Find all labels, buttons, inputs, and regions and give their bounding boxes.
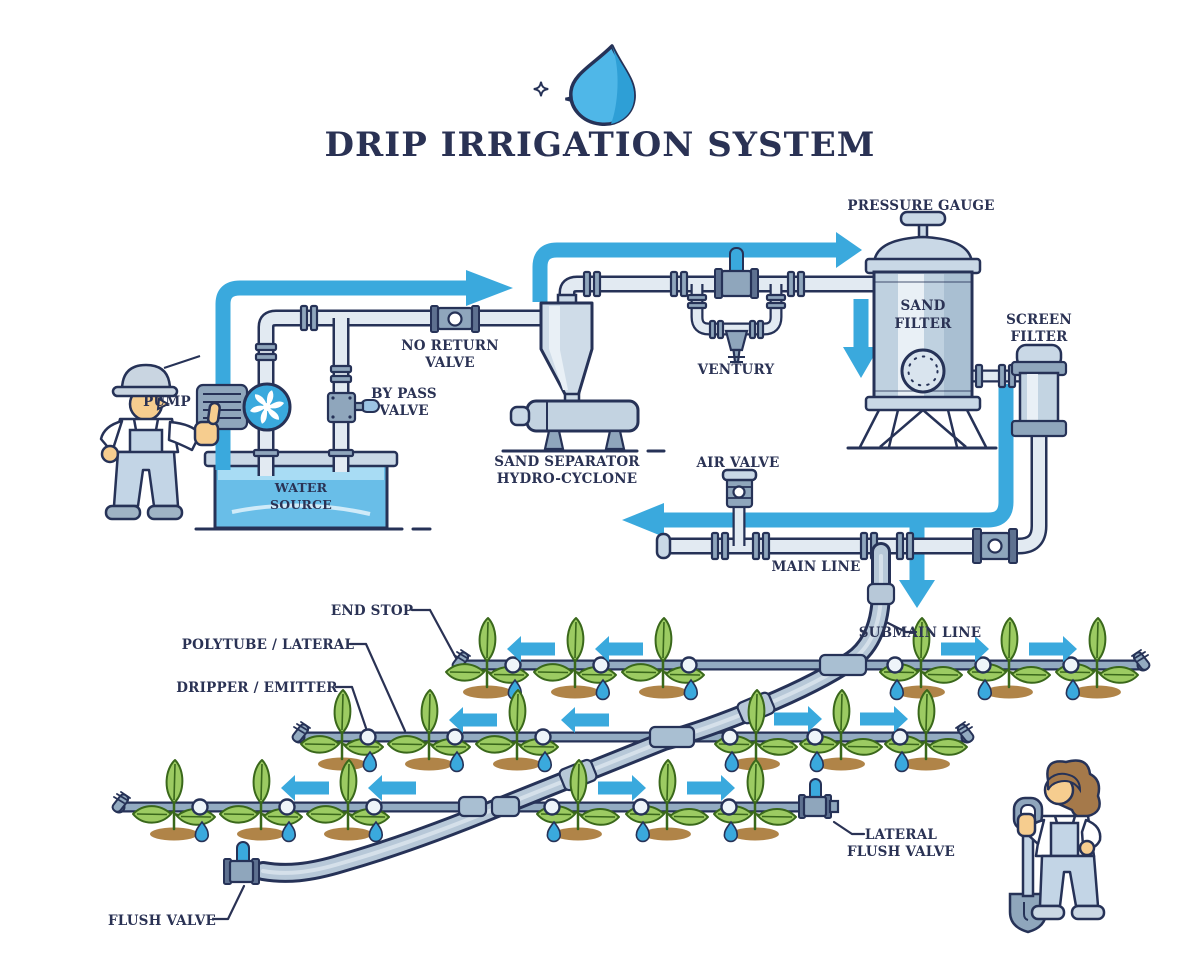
label-end-stop: END STOP [331, 603, 413, 619]
flow-arrow-right-icon [598, 775, 646, 801]
flow-arrow-down-icon [899, 580, 935, 608]
sand-filter [846, 210, 998, 450]
svg-text:VALVE: VALVE [378, 403, 429, 419]
main-line-end-cap [655, 532, 672, 560]
label-lateral-flush-valve: LATERAL [865, 827, 937, 843]
label-polytube-lateral: POLYTUBE / LATERAL [182, 637, 355, 653]
page-title: DRIP IRRIGATION SYSTEM [325, 125, 876, 165]
flow-arrow-left-icon [622, 503, 664, 537]
flush-valve [223, 841, 260, 885]
no-return-valve [430, 305, 480, 333]
submain-line-pipe [253, 542, 896, 883]
label-screen-filter: SCREEN [1006, 312, 1072, 328]
label-air-valve: AIR VALVE [695, 455, 779, 471]
label-dripper-emitter: DRIPPER / EMITTER [176, 680, 338, 696]
water-drop-shade [611, 46, 635, 124]
svg-text:FILTER: FILTER [894, 316, 952, 332]
label-main-line: MAIN LINE [771, 559, 860, 575]
logo [533, 44, 636, 126]
flow-band-mainline [664, 384, 1014, 528]
ventury [714, 247, 759, 364]
label-water-source: WATER [274, 480, 328, 495]
label-submain-line: SUBMAIN LINE [859, 625, 982, 641]
flow-arrow-right-icon [774, 706, 822, 732]
flow-arrow-right-icon [836, 232, 862, 268]
svg-text:FLUSH VALVE: FLUSH VALVE [847, 844, 955, 860]
label-by-pass-valve: BY PASS [371, 386, 437, 402]
label-sand-filter: SAND [900, 298, 945, 314]
lateral-flush-valve [798, 778, 840, 819]
water-flow-lines [215, 232, 1014, 608]
label-no-return-valve: NO RETURN [401, 338, 499, 354]
submain-tee-row2 [648, 725, 696, 749]
screen-filter [1010, 343, 1068, 438]
sparkle-icon [533, 81, 549, 97]
flow-arrow-down-icon [843, 347, 879, 378]
female-gardener-with-shovel [1008, 759, 1106, 934]
flow-arrow-right-icon [466, 270, 513, 306]
filter-stand [858, 409, 988, 448]
label-sand-separator: SAND SEPARATOR [494, 454, 640, 470]
svg-text:HYDRO-CYCLONE: HYDRO-CYCLONE [497, 471, 638, 487]
label-pump: PUMP [143, 394, 191, 410]
flow-arrow-left-icon [368, 775, 416, 801]
svg-text:VALVE: VALVE [424, 355, 475, 371]
male-worker-thumbs-up [99, 355, 221, 521]
submain-tee-row1 [818, 653, 868, 677]
svg-text:SOURCE: SOURCE [270, 497, 332, 512]
main-line-valve [972, 528, 1018, 564]
svg-text:FILTER: FILTER [1010, 329, 1068, 345]
by-pass-valve [326, 391, 380, 424]
labels: PUMP NO RETURN VALVE BY PASS VALVE WATER… [108, 198, 1072, 929]
flow-arrow-left-icon [281, 775, 329, 801]
label-pressure-gauge: PRESSURE GAUGE [847, 198, 994, 214]
sand-separator-hydrocyclone [501, 293, 666, 453]
flow-arrow-right-icon [860, 706, 908, 732]
flow-band-pump [215, 280, 466, 470]
label-flush-valve: FLUSH VALVE [108, 913, 216, 929]
label-pointers [211, 608, 918, 921]
venturi-injector [724, 329, 749, 352]
air-valve [721, 468, 758, 509]
flow-arrow-right-icon [687, 775, 735, 801]
label-ventury: VENTURY [697, 362, 775, 378]
flow-band-separator [532, 242, 836, 302]
flow-arrow-left-icon [561, 707, 609, 733]
